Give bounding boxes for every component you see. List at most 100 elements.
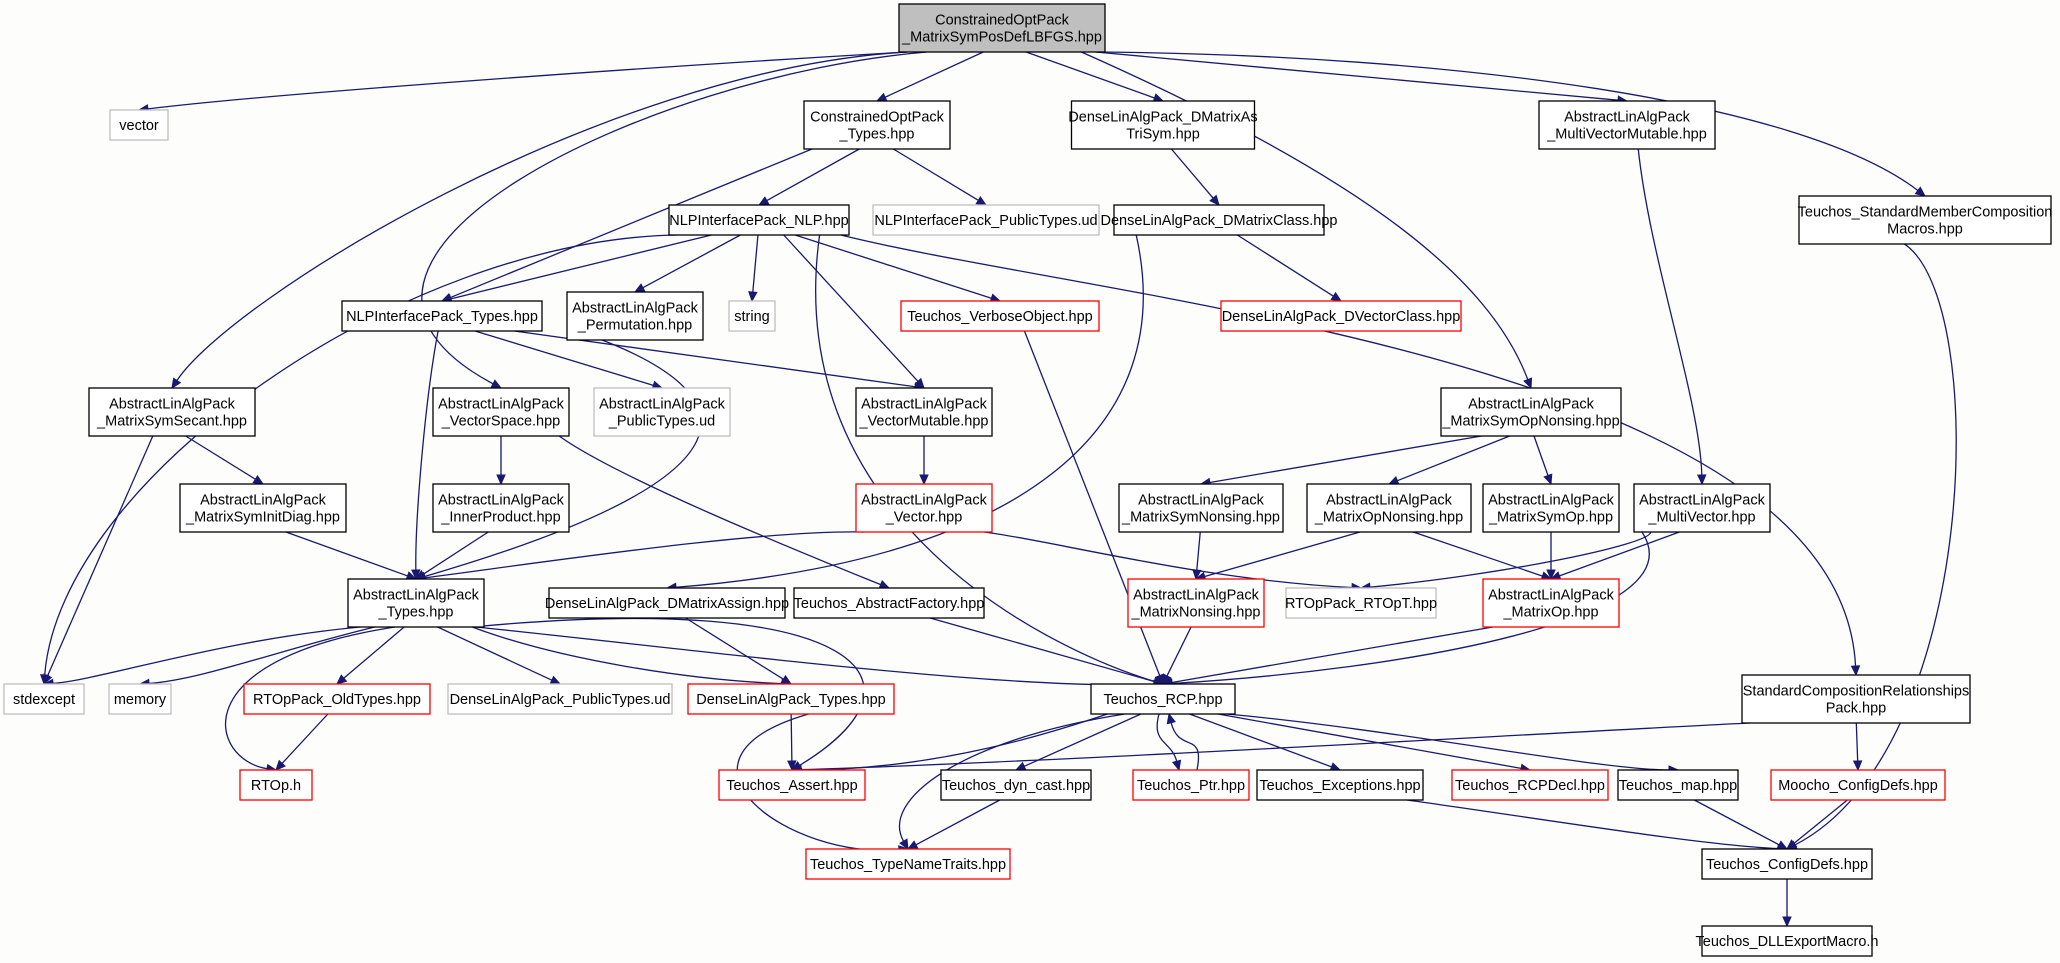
- node-rtop-rtopt[interactable]: RTOpPack_RTOpT.hpp: [1285, 587, 1437, 619]
- node-box: [1132, 769, 1250, 801]
- node-box: [1127, 578, 1265, 628]
- node-vector[interactable]: vector: [109, 109, 169, 141]
- node-dla-dvecclass[interactable]: DenseLinAlgPack_DVectorClass.hpp: [1220, 300, 1462, 332]
- node-ala-perm[interactable]: AbstractLinAlgPack_Permutation.hpp: [566, 291, 704, 341]
- edge-teuchos-rcp-to-teuchos-ptr: [1156, 713, 1178, 762]
- node-box: [668, 204, 850, 236]
- arrowhead: [1852, 760, 1863, 772]
- node-ala-mo[interactable]: AbstractLinAlgPack_MatrixOp.hpp: [1482, 578, 1620, 628]
- node-box: [109, 109, 169, 141]
- node-ala-mss[interactable]: AbstractLinAlgPack_MatrixSymSecant.hpp: [88, 387, 256, 437]
- node-teuchos-map[interactable]: Teuchos_map.hpp: [1617, 769, 1739, 801]
- node-teuchos-assert[interactable]: Teuchos_Assert.hpp: [718, 769, 866, 801]
- node-box: [1770, 769, 1946, 801]
- node-label: AbstractLinAlgPack: [1326, 493, 1452, 509]
- node-ala-mvm[interactable]: AbstractLinAlgPack_MultiVectorMutable.hp…: [1538, 100, 1716, 150]
- node-teuchos-af[interactable]: Teuchos_AbstractFactory.hpp: [793, 587, 985, 619]
- node-label: AbstractLinAlgPack: [599, 397, 725, 413]
- node-label: Teuchos_Ptr.hpp: [1137, 778, 1245, 794]
- node-label: AbstractLinAlgPack: [1488, 588, 1614, 604]
- node-ala-mso[interactable]: AbstractLinAlgPack_MatrixSymOp.hpp: [1482, 483, 1620, 533]
- arrowhead: [1162, 673, 1172, 686]
- node-ala-vs[interactable]: AbstractLinAlgPack_VectorSpace.hpp: [432, 387, 570, 437]
- edge-nlp-nlp-to-ala-vm: [783, 234, 919, 382]
- edge-nlp-nlp-to-ala-perm: [642, 234, 741, 289]
- node-box: [793, 587, 985, 619]
- node-box: [447, 683, 673, 715]
- node-ala-mon[interactable]: AbstractLinAlgPack_MatrixOpNonsing.hpp: [1306, 483, 1472, 533]
- node-ala-pt[interactable]: AbstractLinAlgPack_PublicTypes.ud: [593, 387, 731, 437]
- node-teuchos-rcpdecl[interactable]: Teuchos_RCPDecl.hpp: [1451, 769, 1609, 801]
- node-dla-pt[interactable]: DenseLinAlgPack_PublicTypes.ud: [447, 683, 673, 715]
- node-teuchos-dc[interactable]: Teuchos_dyn_cast.hpp: [940, 769, 1092, 801]
- node-box: [1798, 195, 2052, 245]
- edge-ala-types-to-teuchos-assert: [472, 617, 865, 766]
- nodes-layer: ConstrainedOptPack_MatrixSymPosDefLBFGS.…: [3, 3, 2053, 957]
- node-label: AbstractLinAlgPack: [1468, 397, 1594, 413]
- node-ala-mv[interactable]: AbstractLinAlgPack_MultiVector.hpp: [1633, 483, 1771, 533]
- node-box: [718, 769, 866, 801]
- node-ala-vm[interactable]: AbstractLinAlgPack_VectorMutable.hpp: [855, 387, 993, 437]
- edge-dla-dma-to-dla-types: [685, 617, 784, 680]
- node-label: Teuchos_RCPDecl.hpp: [1455, 778, 1605, 794]
- node-ala-mn[interactable]: AbstractLinAlgPack_MatrixNonsing.hpp: [1127, 578, 1265, 628]
- node-dla-dmatclass[interactable]: DenseLinAlgPack_DMatrixClass.hpp: [1101, 204, 1338, 236]
- node-nlp-types[interactable]: NLPInterfacePack_Types.hpp: [341, 300, 543, 332]
- node-stdexcept[interactable]: stdexcept: [3, 683, 85, 715]
- node-box: [243, 683, 431, 715]
- edge-ala-msid-to-ala-types: [285, 531, 408, 577]
- node-box: [1482, 483, 1620, 533]
- node-teuchos-exc[interactable]: Teuchos_Exceptions.hpp: [1256, 769, 1424, 801]
- node-root[interactable]: ConstrainedOptPack_MatrixSymPosDefLBFGS.…: [898, 3, 1106, 53]
- node-label: Teuchos_RCP.hpp: [1103, 692, 1222, 708]
- node-label: _MultiVector.hpp: [1647, 510, 1755, 526]
- node-ala-msopn[interactable]: AbstractLinAlgPack_MatrixSymOpNonsing.hp…: [1440, 387, 1622, 437]
- arrowhead: [787, 760, 797, 772]
- node-box: [940, 769, 1092, 801]
- node-teuchos-tnt[interactable]: Teuchos_TypeNameTraits.hpp: [805, 848, 1011, 880]
- node-box: [1538, 100, 1716, 150]
- node-nlp-pt[interactable]: NLPInterfacePack_PublicTypes.ud: [872, 204, 1100, 236]
- edge-nlp-nlp-to-scr-pack: [840, 234, 1857, 667]
- node-ala-msid[interactable]: AbstractLinAlgPack_MatrixSymInitDiag.hpp: [179, 483, 347, 533]
- node-box: [1306, 483, 1472, 533]
- node-nlp-nlp[interactable]: NLPInterfacePack_NLP.hpp: [668, 204, 850, 236]
- edge-teuchos-exc-to-teuchos-cd: [1406, 799, 1779, 850]
- node-teuchos-cd[interactable]: Teuchos_ConfigDefs.hpp: [1701, 848, 1873, 880]
- node-teuchos-smcm[interactable]: Teuchos_StandardMemberCompositionMacros.…: [1798, 195, 2053, 245]
- node-ala-ip[interactable]: AbstractLinAlgPack_InnerProduct.hpp: [432, 483, 570, 533]
- node-ala-msn[interactable]: AbstractLinAlgPack_MatrixSymNonsing.hpp: [1118, 483, 1284, 533]
- edge-teuchos-af-to-teuchos-rcp: [929, 617, 1155, 683]
- node-teuchos-rcp[interactable]: Teuchos_RCP.hpp: [1090, 683, 1236, 715]
- edge-ala-vec-to-ala-types: [424, 531, 865, 579]
- node-ala-vec[interactable]: AbstractLinAlgPack_Vector.hpp: [855, 483, 993, 533]
- node-box: [1701, 925, 1873, 957]
- node-teuchos-vo[interactable]: Teuchos_VerboseObject.hpp: [900, 300, 1100, 332]
- node-teuchos-dll[interactable]: Teuchos_DLLExportMacro.h: [1696, 925, 1879, 957]
- node-box: [898, 3, 1106, 53]
- arrowhead: [411, 569, 421, 581]
- arrowhead: [336, 674, 348, 685]
- node-co-types[interactable]: ConstrainedOptPack_Types.hpp: [803, 100, 951, 150]
- node-box: [3, 683, 85, 715]
- node-teuchos-ptr[interactable]: Teuchos_Ptr.hpp: [1132, 769, 1250, 801]
- node-box: [728, 300, 776, 332]
- edge-nlp-types-to-ala-types: [415, 330, 439, 571]
- node-dla-types[interactable]: DenseLinAlgPack_Types.hpp: [687, 683, 895, 715]
- node-ala-types[interactable]: AbstractLinAlgPack_Types.hpp: [347, 578, 485, 628]
- node-label: RTOpPack_OldTypes.hpp: [253, 692, 421, 708]
- arrowhead: [275, 759, 286, 771]
- node-dla-dma[interactable]: DenseLinAlgPack_DMatrixAssign.hpp: [545, 587, 789, 619]
- node-label: DenseLinAlgPack_DMatrixAssign.hpp: [545, 596, 789, 612]
- node-rtop-h[interactable]: RTOp.h: [239, 769, 313, 801]
- node-moocho-cd[interactable]: Moocho_ConfigDefs.hpp: [1770, 769, 1946, 801]
- node-memory[interactable]: memory: [108, 683, 172, 715]
- edge-dla-dmatclass-to-dla-dvecclass: [1236, 234, 1334, 297]
- node-string[interactable]: string: [728, 300, 776, 332]
- node-label: memory: [114, 692, 167, 708]
- edge-ala-types-to-rtop-ot: [343, 626, 405, 679]
- node-rtop-ot[interactable]: RTOpPack_OldTypes.hpp: [243, 683, 431, 715]
- edge-ala-types-to-stdexcept: [52, 626, 361, 685]
